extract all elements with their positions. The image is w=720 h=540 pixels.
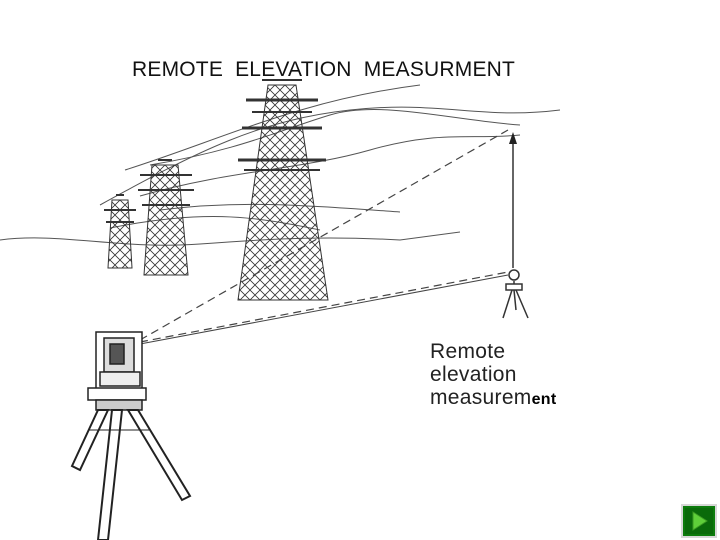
triangle-right-icon xyxy=(692,511,708,531)
caption-line-3-main: measurem xyxy=(430,386,532,409)
sight-lines xyxy=(139,129,509,343)
elevation-arrow xyxy=(509,132,517,268)
ground-line xyxy=(0,231,461,246)
tower-middle xyxy=(138,159,194,276)
caption-line-3-suffix: ent xyxy=(531,391,557,408)
tower-far xyxy=(104,194,136,269)
slide-title: REMOTE ELEVATION MEASURMENT xyxy=(132,58,516,81)
tower-near xyxy=(237,79,329,301)
total-station xyxy=(87,331,147,411)
next-slide-button[interactable] xyxy=(681,504,717,538)
survey-tripod xyxy=(70,409,192,540)
diagram-caption: Remote elevation measurement xyxy=(430,340,557,411)
base-line xyxy=(139,274,509,345)
reflector-tripod xyxy=(502,269,529,319)
caption-line-3: measurement xyxy=(430,386,557,411)
caption-line-1: Remote xyxy=(430,340,506,363)
caption-line-2: elevation xyxy=(430,363,517,386)
